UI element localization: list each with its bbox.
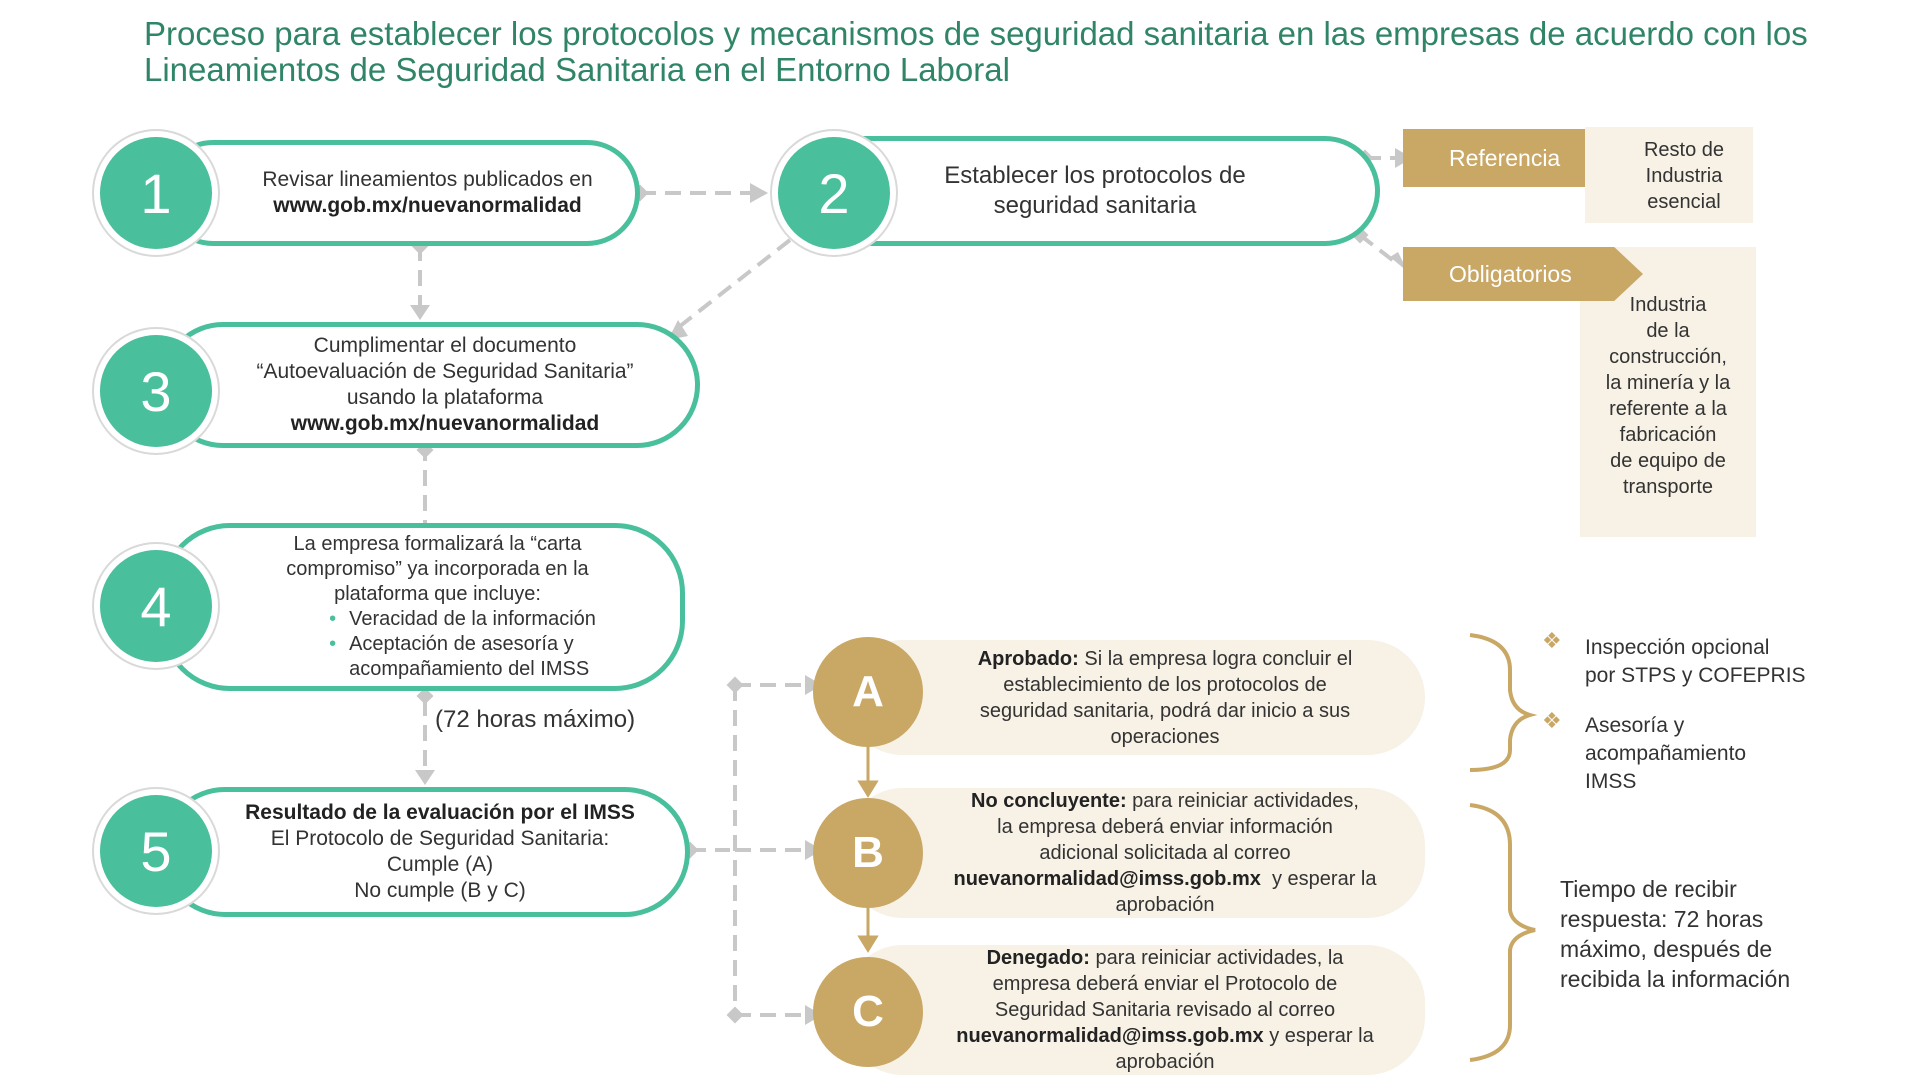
obligatorios-line: la minería y la (1605, 372, 1731, 394)
step-4-bullet-2: Aceptación de asesoría y acompañamiento d… (319, 632, 596, 682)
outcome-b-l3: adicional solicitada al correo (1039, 842, 1291, 864)
step-5-heading: Resultado de la evaluación por el IMSS (245, 801, 635, 824)
page-title: Proceso para establecer los protocolos y… (144, 15, 1808, 88)
side-note-2a: Asesoría y (1585, 714, 1685, 737)
outcome-c-label: Denegado: (986, 947, 1090, 969)
side-note-1b: por STPS y COFEPRIS (1585, 664, 1806, 687)
referencia-line2: Industria (1645, 165, 1723, 187)
outcome-a-l4: operaciones (1110, 725, 1220, 748)
obligatorios-line: fabricación (1619, 424, 1717, 446)
obligatorios-line: de la (1646, 320, 1690, 342)
outcome-a-box: Aprobado: Si la empresa logra concluir e… (845, 640, 1425, 755)
step-5-circle: 5 (100, 795, 212, 907)
step-4-line1: La empresa formalizará la “carta (293, 533, 582, 555)
outcome-a-l3: seguridad sanitaria, podrá dar inicio a … (979, 699, 1351, 722)
outcome-b-l4: y esperar la (1271, 868, 1377, 890)
outcome-c-l1: para reiniciar actividades, la (1095, 947, 1344, 969)
step-4-bullet-1: Veracidad de la información (319, 607, 596, 632)
response-time-1: Tiempo de recibir (1560, 876, 1737, 902)
obligatorios-line: de equipo de (1610, 450, 1726, 472)
outcome-b-circle: B (813, 798, 923, 908)
step-1-box: Revisar lineamientos publicados en www.go… (160, 140, 640, 246)
outcome-c-circle: C (813, 957, 923, 1067)
referencia-line1: Resto de (1643, 139, 1725, 161)
outcome-b-email[interactable]: nuevanormalidad@imss.gob.mx (953, 868, 1261, 890)
side-note-2b: acompañamiento (1585, 742, 1747, 765)
outcome-a-label: Aprobado: (977, 647, 1079, 670)
step-1-link[interactable]: www.gob.mx/nuevanormalidad (273, 194, 582, 217)
outcome-c-l3: Seguridad Sanitaria revisado al correo (994, 999, 1336, 1021)
outcome-a-circle: A (813, 637, 923, 747)
obligatorios-line: referente a la (1609, 398, 1727, 420)
step-3-line1: Cumplimentar el documento (313, 334, 577, 357)
step-3-circle: 3 (100, 335, 212, 447)
step-3-line3: usando la plataforma (346, 386, 544, 409)
referencia-panel: Resto de Industria esencial (1585, 127, 1753, 223)
step-2-circle: 2 (778, 137, 890, 249)
diamond-bullet-icon: ❖ (1542, 628, 1562, 653)
outcome-a-l1: Si la empresa logra concluir el (1084, 647, 1353, 670)
obligatorios-line: construcción, (1609, 346, 1727, 368)
step-3-line2: “Autoevaluación de Seguridad Sanitaria” (256, 360, 634, 383)
outcome-b-box: No concluyente: para reiniciar actividad… (845, 788, 1425, 918)
step-2-line1: Establecer los protocolos de (944, 162, 1246, 189)
outcome-b-l1: para reiniciar actividades, (1132, 790, 1359, 812)
step-1-circle: 1 (100, 137, 212, 249)
obligatorios-tag: Obligatorios (1403, 247, 1643, 301)
outcome-c-l5: aprobación (1115, 1051, 1215, 1073)
side-note-1: Inspección opcional por STPS y COFEPRIS (1585, 634, 1806, 690)
step-2-line2: seguridad sanitaria (993, 192, 1197, 219)
obligatorios-line: transporte (1622, 476, 1714, 498)
response-time-2: respuesta: 72 horas (1560, 906, 1764, 932)
step-4-bullet-2b: acompañamiento del IMSS (349, 658, 590, 680)
step-4-line2: compromiso” ya incorporada en la (286, 558, 589, 580)
step-1-text: Revisar lineamientos publicados en (262, 168, 593, 191)
obligatorios-line: Industria (1629, 294, 1707, 316)
step-3-box: Cumplimentar el documento “Autoevaluació… (160, 322, 700, 448)
side-note-2: Asesoría y acompañamiento IMSS (1585, 712, 1746, 796)
referencia-line3: esencial (1647, 191, 1721, 213)
side-note-1a: Inspección opcional (1585, 636, 1770, 659)
diamond-bullet-icon: ❖ (1542, 708, 1562, 733)
step-4-bullet-2a: Aceptación de asesoría y (349, 633, 574, 655)
response-time-3: máximo, después de (1560, 936, 1773, 962)
step-5-line2: Cumple (A) (386, 853, 494, 876)
step-4-circle: 4 (100, 550, 212, 662)
outcome-c-l4: y esperar la (1269, 1025, 1374, 1047)
outcome-c-email[interactable]: nuevanormalidad@imss.gob.mx (956, 1025, 1264, 1047)
outcome-b-l2: la empresa deberá enviar información (997, 816, 1333, 838)
step-5-line3: No cumple (B y C) (354, 879, 526, 902)
outcome-c-box: Denegado: para reiniciar actividades, la… (845, 945, 1425, 1075)
outcome-a-l2: establecimiento de los protocolos de (1003, 673, 1327, 696)
outcome-b-label: No concluyente: (971, 790, 1127, 812)
step-4-box: La empresa formalizará la “carta comprom… (160, 523, 685, 691)
step-4-line3: plataforma que incluye: (334, 583, 541, 605)
step-5-box: Resultado de la evaluación por el IMSS E… (160, 787, 690, 917)
outcome-b-l5: aprobación (1115, 894, 1215, 916)
response-time-4: recibida la información (1560, 966, 1791, 992)
outcome-c-l2: empresa deberá enviar el Protocolo de (992, 973, 1338, 995)
time-note: (72 horas máximo) (435, 706, 636, 733)
step-2-box: Establecer los protocolos de seguridad sa… (810, 136, 1380, 246)
step-3-link[interactable]: www.gob.mx/nuevanormalidad (290, 412, 600, 435)
response-time-note: Tiempo de recibir respuesta: 72 horas má… (1560, 874, 1790, 994)
step-5-line1: El Protocolo de Seguridad Sanitaria: (270, 827, 610, 850)
side-note-2c: IMSS (1585, 770, 1637, 793)
